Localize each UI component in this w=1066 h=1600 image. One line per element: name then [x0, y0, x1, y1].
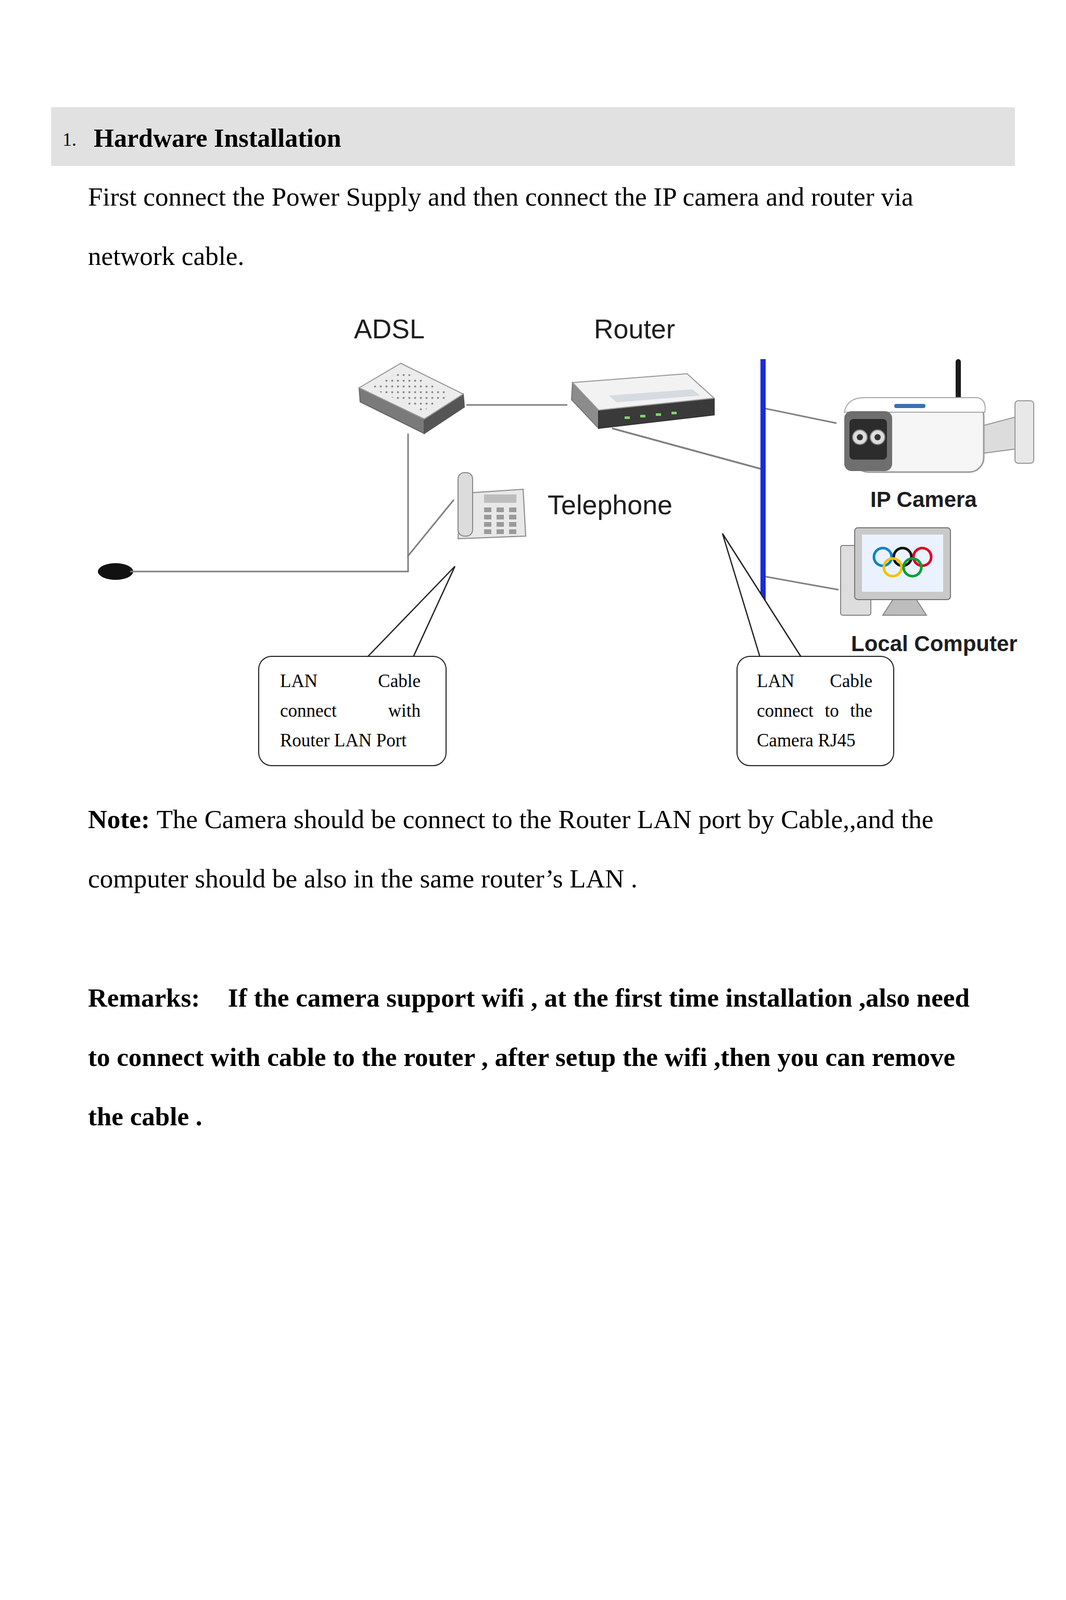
modem-top — [359, 363, 464, 420]
router-icon — [571, 373, 715, 429]
camera-ir-led-core — [874, 434, 881, 441]
body-text: 1. — [62, 129, 77, 150]
camera-ir-led-core — [856, 434, 864, 441]
camera-lens-panel — [849, 419, 887, 460]
adsl-modem-icon — [359, 363, 465, 434]
router-led — [655, 413, 662, 416]
bold-text: If the camera support wifi , at the firs… — [87, 983, 970, 1132]
bold-text: Note: — [87, 804, 150, 834]
router: Router — [567, 310, 716, 429]
device-label: IP Camera — [870, 485, 977, 514]
camera-front — [844, 411, 893, 472]
section-heading: Hardware Installation — [93, 122, 342, 154]
phone-display — [484, 494, 517, 503]
bold-text: Remarks: — [87, 983, 200, 1013]
phone-line — [130, 554, 409, 572]
camera-sunshade — [844, 397, 986, 413]
monitor-stand — [882, 597, 927, 616]
callout-bubble: LAN Cable connect with Router LAN Port — [258, 655, 447, 767]
device-label: ADSL — [353, 313, 425, 345]
body-text: The Camera should be connect to the Rout… — [87, 804, 934, 894]
olympic-rings — [873, 548, 932, 577]
router-stripe — [608, 389, 701, 403]
phone-handset — [458, 472, 473, 537]
network-bus-bar — [760, 359, 766, 602]
callout-bubble: LAN Cable connect to the Camera RJ45 — [736, 655, 895, 767]
callout-tail — [722, 533, 802, 657]
device-label: Local Computer — [851, 629, 1018, 658]
device-label: Telephone — [547, 489, 673, 521]
router-led — [640, 414, 646, 418]
note-paragraph: Note:The Camera should be connect to the… — [87, 789, 984, 909]
remarks-paragraph: Remarks:If the camera support wifi , at … — [87, 968, 984, 1147]
computer-icon — [840, 527, 951, 616]
adsl-modem: ADSL — [351, 310, 467, 434]
monitor-frame — [854, 527, 951, 600]
modem-vents — [370, 370, 452, 412]
camera-ir-led — [852, 429, 868, 445]
callout-tail — [367, 566, 455, 657]
callout-text: LAN Cable connect with Router LAN Port — [280, 666, 421, 756]
heading-bar — [51, 107, 1015, 167]
network-cable — [408, 433, 454, 556]
ip-camera-icon — [844, 359, 1034, 473]
telephone: Telephone — [453, 468, 683, 539]
wall-socket-dot — [97, 563, 134, 580]
telephone-icon — [458, 472, 526, 539]
intro-paragraph: First connect the Power Supply and then … — [87, 167, 984, 286]
phone-keypad — [484, 507, 517, 535]
body-text: First connect the Power Supply and then … — [87, 182, 914, 271]
callout-text: LAN Cable connect to the Camera RJ45 — [756, 666, 873, 756]
device-label: Router — [593, 313, 676, 345]
router-led — [671, 411, 677, 415]
network-cable — [466, 404, 568, 406]
local-computer: Local Computer — [838, 522, 1027, 661]
ip-camera: IP Camera — [836, 353, 1040, 516]
monitor-screen — [861, 534, 944, 592]
camera-ir-led — [870, 429, 885, 445]
camera-logo-mark — [894, 403, 926, 409]
router-top — [572, 373, 715, 411]
router-led — [624, 416, 630, 420]
camera-bracket-plate — [1014, 400, 1034, 464]
section-number: 1. — [62, 126, 93, 153]
